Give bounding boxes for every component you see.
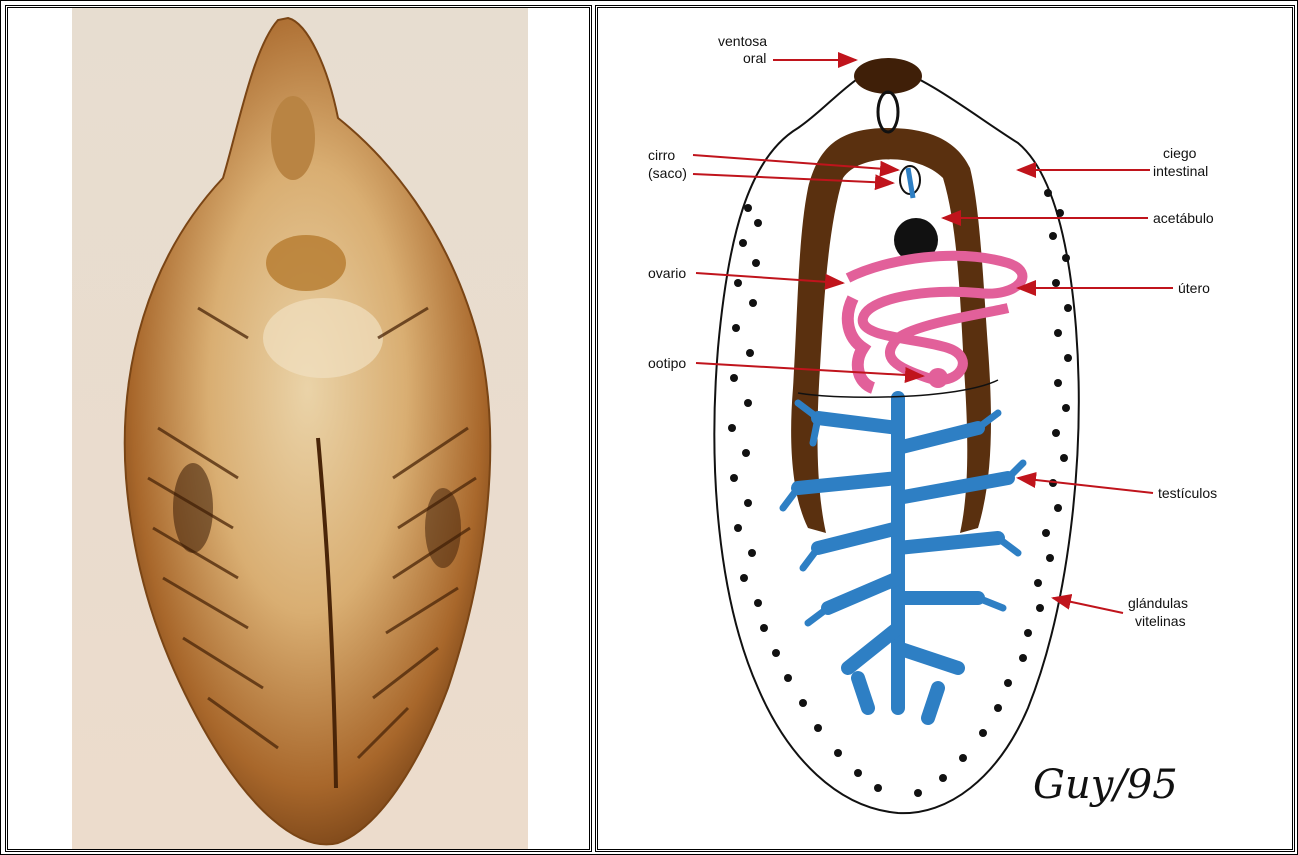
label-cirro: cirro	[648, 147, 675, 163]
label-oral: oral	[743, 50, 766, 66]
label-saco: (saco)	[648, 165, 687, 181]
label-glandulas: glándulas	[1128, 595, 1188, 611]
ootype	[928, 368, 948, 388]
oral-sucker	[854, 58, 922, 94]
fasciola-photo	[8, 8, 589, 849]
label-vitelinas: vitelinas	[1135, 613, 1186, 629]
label-ootipo: ootipo	[648, 355, 686, 371]
fasciola-diagram: ventosa oral cirro (saco) ciego intestin…	[598, 8, 1292, 849]
label-ovario: ovario	[648, 265, 686, 281]
oral-cone	[271, 96, 315, 180]
signature: Guy/95	[1033, 762, 1178, 808]
label-ventosa: ventosa	[718, 33, 767, 49]
specimen-photo-panel	[5, 5, 592, 852]
arrow-glandulas	[1053, 598, 1123, 613]
label-acetabulo: acetábulo	[1153, 210, 1214, 226]
label-utero: útero	[1178, 280, 1210, 296]
ventral-sucker-area	[266, 235, 346, 291]
label-ciego: ciego	[1163, 145, 1197, 161]
label-intestinal: intestinal	[1153, 163, 1208, 179]
diagram-panel: ventosa oral cirro (saco) ciego intestin…	[595, 5, 1295, 852]
label-testiculos: testículos	[1158, 485, 1217, 501]
